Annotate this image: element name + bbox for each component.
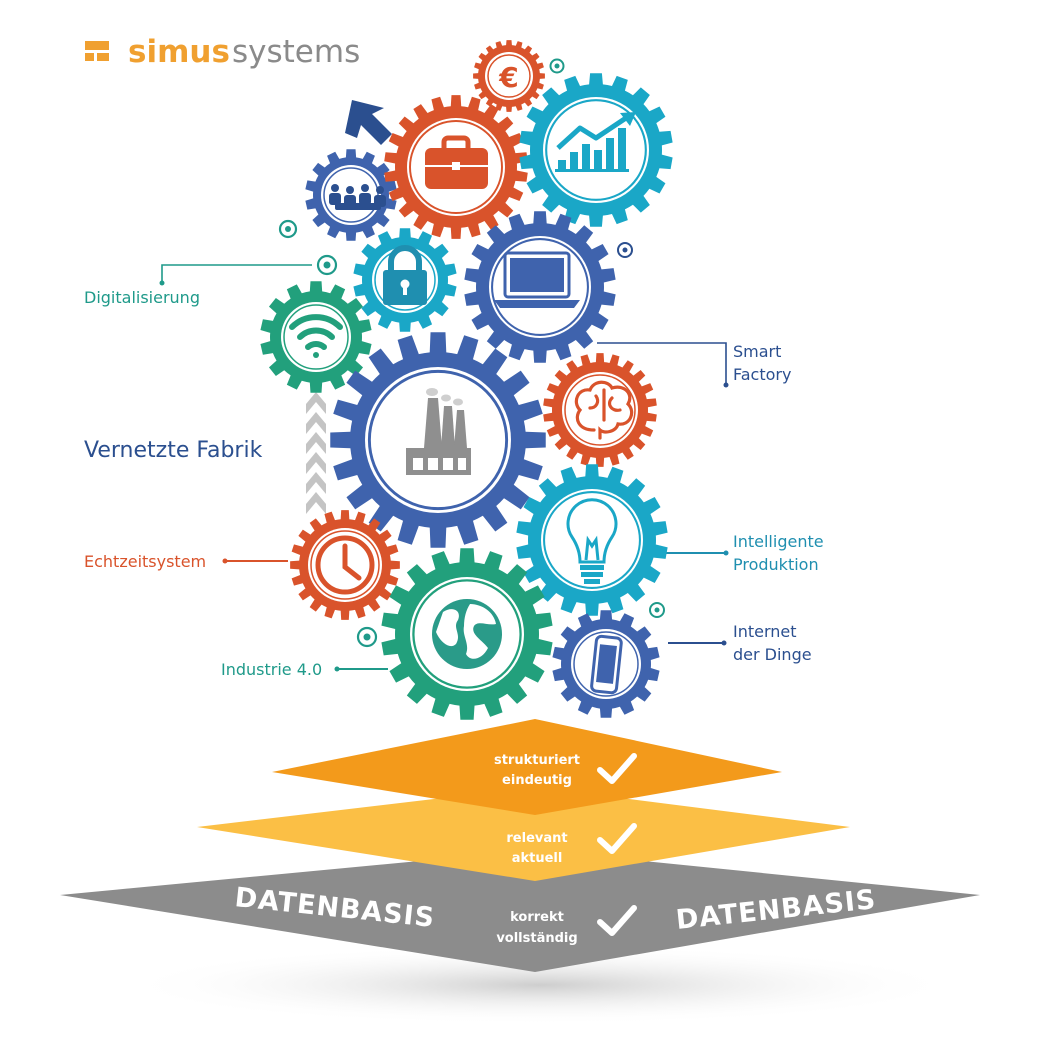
logo-name-bold: simus [128, 34, 230, 70]
top-layer-line2: eindeutig [502, 773, 572, 788]
gear-euro [473, 40, 545, 112]
middle-layer-line1: relevant [506, 831, 567, 846]
label-industrie: Industrie 4.0 [221, 660, 322, 679]
layer-middle [197, 787, 850, 881]
label-produktion: Produktion [733, 555, 819, 574]
connectors [159, 264, 729, 672]
labels: Digitalisierung Smart Factory Vernetzte … [84, 288, 824, 679]
bottom-layer-line1: korrekt [510, 910, 564, 925]
label-smart: Smart [733, 342, 781, 361]
lock-icon [383, 245, 427, 305]
datenbasis-pyramid: strukturiert eindeutig relevant aktuell … [60, 719, 980, 1025]
middle-layer-line2: aktuell [512, 851, 563, 866]
gear-bulb [516, 464, 668, 616]
clock-icon [315, 535, 375, 595]
label-vernetzte-fabrik: Vernetzte Fabrik [84, 438, 263, 463]
target-dot-icon [278, 219, 298, 239]
target-dots [278, 58, 665, 648]
chevron-arrow-icon [306, 392, 326, 514]
lightbulb-icon [566, 498, 618, 584]
growth-chart-icon [555, 112, 636, 172]
team-icon [329, 184, 386, 210]
logo: simus systems [85, 34, 360, 70]
label-echtzeitsystem: Echtzeitsystem [84, 552, 206, 571]
target-dot-icon [356, 626, 378, 648]
target-dot-icon [316, 254, 338, 276]
logo-mark-icon [85, 41, 109, 61]
brain-icon [574, 380, 634, 440]
factory-icon [406, 388, 471, 475]
bottom-layer-line2: vollständig [496, 931, 577, 946]
logo-name-light: systems [232, 34, 360, 70]
smartphone-icon [590, 634, 623, 695]
check-icon [597, 753, 637, 784]
target-dot-icon [649, 602, 665, 618]
globe-icon [432, 599, 502, 669]
wifi-icon [289, 314, 343, 358]
label-internet: Internet [733, 622, 797, 641]
target-dot-icon [617, 242, 633, 258]
briefcase-icon [425, 135, 488, 189]
laptop-icon [494, 251, 580, 308]
label-factory: Factory [733, 365, 791, 384]
arrow-up-left-icon [345, 100, 392, 145]
check-icon [597, 823, 637, 854]
euro-symbol: € [498, 61, 518, 94]
top-layer-line1: strukturiert [494, 753, 580, 768]
check-icon [597, 905, 637, 936]
label-intelligente: Intelligente [733, 532, 824, 551]
label-digitalisierung: Digitalisierung [84, 288, 200, 307]
layer-bottom [60, 850, 980, 972]
floor-shadow [120, 945, 960, 1025]
layer-top [272, 719, 782, 815]
euro-icon: € [498, 61, 518, 94]
gear-brain [543, 353, 657, 467]
label-der-dinge: der Dinge [733, 645, 812, 664]
target-dot-icon [549, 58, 565, 74]
